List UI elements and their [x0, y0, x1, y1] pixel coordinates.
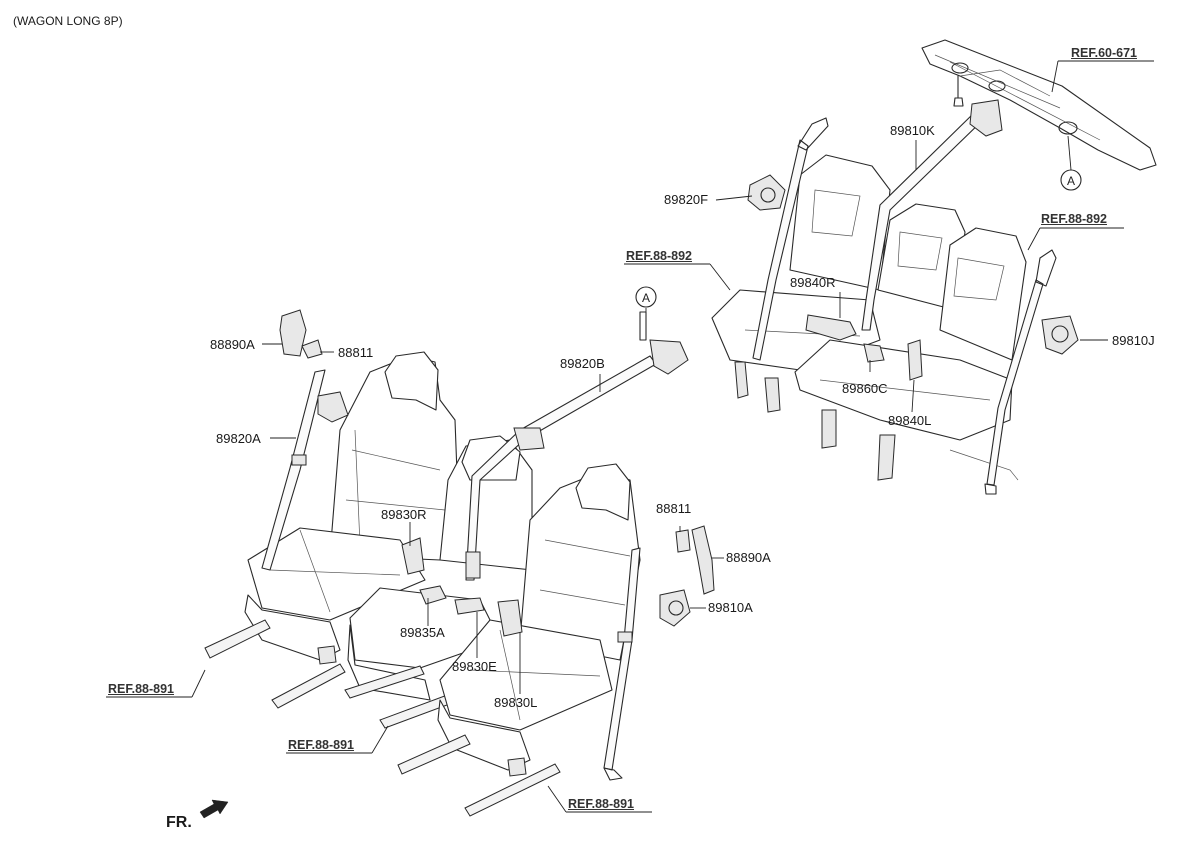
ref-link-88-892-left[interactable]: REF.88-892 [626, 249, 693, 263]
part-label-89820A: 89820A [216, 431, 261, 446]
front-indicator-label: FR. [166, 814, 192, 831]
left-pillar-belt [261, 309, 349, 571]
ref-link-60-671[interactable]: REF.60-671 [1071, 46, 1138, 60]
part-label-89840R: 89840R [790, 275, 836, 290]
part-label-88890A-left: 88890A [210, 337, 255, 352]
second-row-center-seat [344, 311, 689, 729]
leader-lines [106, 60, 1154, 813]
second-row-right-seat [397, 463, 715, 817]
circle-marker-a-1: A [635, 286, 657, 308]
part-label-89835A: 89835A [400, 625, 445, 640]
part-label-88811-right: 88811 [656, 501, 692, 516]
part-label-89830L: 89830L [494, 695, 538, 710]
rear-parcel-panel [921, 39, 1157, 171]
circle-marker-a-1-text: A [642, 291, 650, 305]
ref-link-88-891-left[interactable]: REF.88-891 [108, 682, 175, 696]
third-row-belts [747, 99, 1079, 495]
part-label-89830E: 89830E [452, 659, 497, 674]
part-label-89820B: 89820B [560, 356, 605, 371]
ref-link-88-891-center[interactable]: REF.88-891 [288, 738, 355, 752]
part-label-89830R: 89830R [381, 507, 427, 522]
part-label-89840L: 89840L [888, 413, 932, 428]
part-label-88890A-right: 88890A [726, 550, 771, 565]
ref-link-88-892-right[interactable]: REF.88-892 [1041, 212, 1108, 226]
circle-marker-a-2: A [1060, 169, 1082, 191]
part-label-89810A: 89810A [708, 600, 753, 615]
part-label-89810K: 89810K [890, 123, 935, 138]
front-arrow-icon [199, 799, 229, 819]
part-label-89820F: 89820F [664, 192, 709, 207]
part-label-89810J: 89810J [1112, 333, 1155, 348]
part-label-88811-left: 88811 [338, 345, 374, 360]
circle-marker-a-2-text: A [1067, 174, 1075, 188]
ref-link-88-891-right[interactable]: REF.88-891 [568, 797, 635, 811]
part-label-89860C: 89860C [842, 381, 888, 396]
variant-header: (WAGON LONG 8P) [13, 14, 123, 28]
